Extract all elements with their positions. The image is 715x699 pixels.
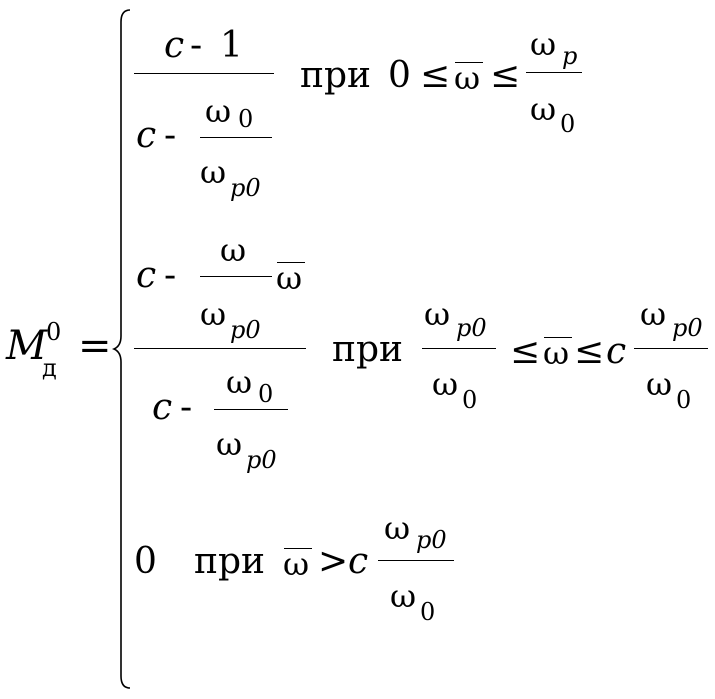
case2-cond-omega-bar-line — [544, 337, 572, 338]
case1-num-one: 1 — [220, 25, 243, 66]
case2-cond-le1: ≤ — [510, 331, 541, 372]
case2-num-inner-bar — [200, 276, 272, 277]
case3-cond-word: при — [194, 541, 266, 582]
case2-den-frac-den-sub: p0 — [246, 446, 277, 474]
case2-den-frac-num: ω — [226, 363, 253, 401]
case2-cond-left-den: ω — [432, 365, 459, 403]
case1-den-frac-den-sub: p0 — [230, 174, 261, 202]
case1-cond-frac-den: ω — [530, 90, 557, 128]
case1-den-minus: - — [164, 115, 177, 156]
case2-num-frac-num: ω — [220, 231, 247, 269]
case2-num-omega: ω — [276, 259, 303, 297]
case1-num-c: c — [164, 25, 185, 66]
case2-cond-right-den: ω — [646, 365, 673, 403]
case2-cond-le2: ≤ — [574, 331, 605, 372]
case3-cond-c: c — [348, 541, 369, 582]
case2-cond-omega: ω — [543, 334, 570, 372]
case2-den-minus: - — [180, 387, 193, 428]
case1-cond-le1: ≤ — [420, 55, 451, 96]
case2-den-frac-num-sub: 0 — [258, 380, 274, 408]
case2-cond-right-num: ω — [640, 295, 667, 333]
case2-main-fraction-bar — [134, 348, 306, 349]
case2-num-frac-den: ω — [200, 295, 227, 333]
case3-cond-frac-den-sub: 0 — [420, 598, 436, 626]
case2-cond-c: c — [606, 331, 627, 372]
case2-num-c: c — [136, 255, 157, 296]
case2-num-minus: - — [164, 255, 177, 296]
case2-cond-left-num: ω — [424, 295, 451, 333]
case2-cond-left-bar — [422, 348, 496, 349]
case2-cond-right-bar — [634, 348, 708, 349]
case3-cond-frac-bar — [378, 560, 454, 561]
case1-den-frac-den: ω — [200, 153, 227, 191]
case1-cond-frac-den-sub: 0 — [560, 110, 576, 138]
case3-cond-gt: > — [318, 541, 349, 582]
case3-cond-frac-num-sub: p0 — [416, 526, 447, 554]
case3-cond-frac-num: ω — [384, 509, 411, 547]
case1-cond-frac-num: ω — [530, 25, 557, 63]
case1-main-fraction-bar — [134, 73, 274, 74]
case2-num-frac-den-sub: p0 — [230, 316, 261, 344]
case2-cond-left-den-sub: 0 — [462, 386, 478, 414]
case1-cond-frac-bar — [526, 72, 582, 73]
case1-den-c: c — [136, 115, 157, 156]
lhs-superscript: 0 — [46, 318, 62, 346]
case1-cond-word: при — [300, 55, 372, 96]
case2-cond-word: при — [332, 329, 404, 370]
equals-sign: = — [78, 323, 112, 369]
case2-den-c: c — [152, 387, 173, 428]
case2-cond-left-num-sub: p0 — [456, 314, 487, 342]
case1-cond-frac-num-sub: p — [562, 42, 578, 70]
case3-value: 0 — [134, 541, 157, 582]
case2-den-inner-bar — [214, 409, 288, 410]
case3-cond-frac-den: ω — [390, 577, 417, 615]
case1-den-frac-num: ω — [205, 92, 232, 130]
case3-cond-omega: ω — [283, 545, 310, 583]
case1-den-inner-bar — [200, 137, 272, 138]
case3-cond-omega-bar-line — [284, 548, 312, 549]
case2-num-omega-bar-line — [277, 262, 305, 263]
case1-num-minus: - — [190, 25, 203, 66]
lhs-symbol: M — [6, 323, 47, 369]
case1-cond-le2: ≤ — [490, 55, 521, 96]
case1-omega-bar-line — [455, 62, 483, 63]
case2-den-frac-den: ω — [216, 425, 243, 463]
case2-cond-right-den-sub: 0 — [676, 386, 692, 414]
case1-den-frac-num-sub: 0 — [238, 105, 254, 133]
case2-cond-right-num-sub: p0 — [672, 314, 703, 342]
case1-cond-omega: ω — [454, 59, 481, 97]
case1-cond-lower: 0 — [388, 55, 411, 96]
lhs-subscript: д — [42, 354, 57, 382]
